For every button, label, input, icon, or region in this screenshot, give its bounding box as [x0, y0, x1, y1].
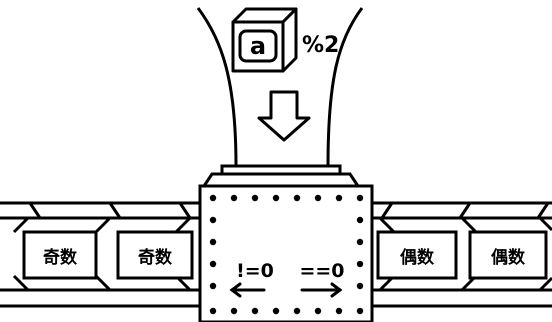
- rivet-dot: [209, 260, 217, 268]
- cube-letter: a: [250, 32, 266, 60]
- rivet-dot: [356, 238, 364, 246]
- left-conveyor-belt: [0, 201, 200, 308]
- left-belt-item: 奇数: [116, 230, 194, 280]
- rivet-dot: [230, 194, 238, 202]
- down-arrow-icon: [257, 90, 311, 142]
- rivet-dot: [251, 194, 259, 202]
- right-belt-chevrons: [378, 202, 552, 292]
- item-label: 奇数: [138, 247, 173, 268]
- left-belt-item: 奇数: [22, 230, 98, 280]
- machine-rivets: [209, 194, 364, 315]
- rivet-dot: [209, 307, 217, 315]
- rivet-dot: [230, 307, 238, 315]
- rivet-dot: [314, 194, 322, 202]
- machine-box: [198, 184, 374, 322]
- item-label: 偶数: [491, 247, 526, 268]
- cube-letter-frame: [238, 29, 278, 63]
- condition-not-equal-zero: !=0: [236, 260, 274, 282]
- condition-equal-zero: ==0: [299, 260, 344, 282]
- rivet-dot: [209, 216, 217, 224]
- item-label: 奇数: [43, 247, 78, 268]
- rivet-dot: [356, 282, 364, 290]
- funnel-left-wall: [196, 7, 238, 167]
- rivet-dot: [293, 307, 301, 315]
- right-belt-item: 偶数: [468, 230, 548, 280]
- rivet-dot: [251, 307, 259, 315]
- rivet-dot: [209, 238, 217, 246]
- rivet-dot: [335, 307, 343, 315]
- item-label: 偶数: [400, 247, 435, 268]
- funnel: [196, 7, 364, 167]
- rivet-dot: [356, 216, 364, 224]
- rivet-dot: [356, 194, 364, 202]
- rivet-dot: [293, 194, 301, 202]
- rivet-dot: [272, 194, 280, 202]
- funnel-mouth: [201, 164, 361, 188]
- rivet-dot: [209, 282, 217, 290]
- funnel-right-wall: [326, 7, 364, 167]
- operation-label: %2: [302, 33, 339, 58]
- rivet-dot: [209, 194, 217, 202]
- rivet-dot: [335, 194, 343, 202]
- right-belt-item: 偶数: [376, 230, 458, 280]
- rivet-dot: [356, 260, 364, 268]
- rivet-dot: [314, 307, 322, 315]
- left-arrow-icon: [229, 282, 266, 298]
- rivet-dot: [356, 307, 364, 315]
- cube-side-face: [281, 7, 298, 73]
- rivet-dot: [272, 307, 280, 315]
- right-arrow-icon: [300, 282, 343, 298]
